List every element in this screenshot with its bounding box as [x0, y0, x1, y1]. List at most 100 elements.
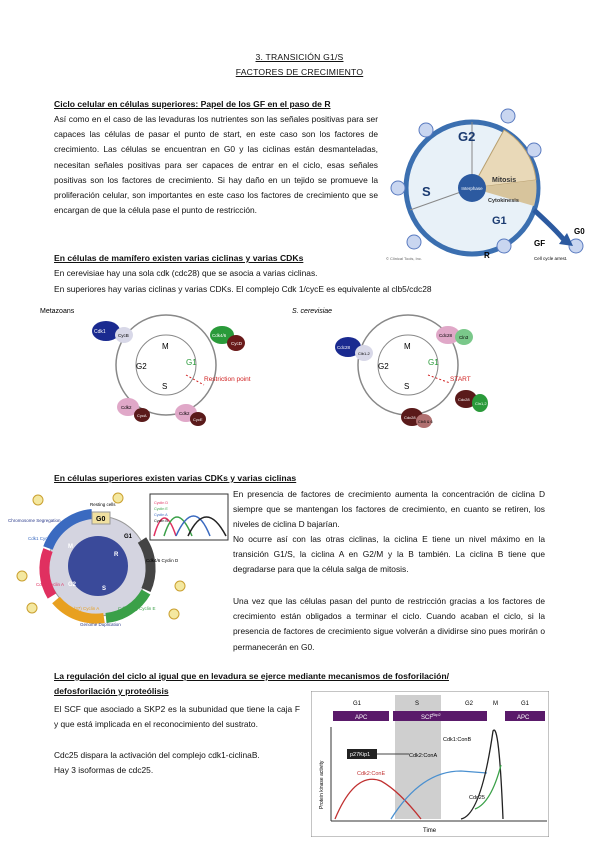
cycb-shape [115, 327, 133, 343]
cyca-shape [134, 408, 150, 422]
cyc-a-label: Cyclin A [154, 513, 168, 517]
cdk2a-label: Cdk2 [121, 405, 132, 410]
m-label: M [162, 342, 169, 351]
apc-right-bar [505, 711, 545, 721]
chromosome-seg-label: Chromosome Segregation [8, 518, 61, 523]
scf-sup-label: Skp2 [432, 713, 441, 717]
chromosome-icon [418, 122, 434, 138]
section2-heading: En células de mamífero existen varias ci… [54, 253, 304, 263]
section4-body1: El SCF que asociado a SKP2 es la subunid… [54, 704, 300, 730]
cdk2a-arc [52, 596, 105, 624]
apc-right-label: APC [517, 715, 530, 721]
apc-left-label: APC [355, 715, 368, 721]
g2-label: G2 [458, 129, 475, 144]
p27-label: p27Kip1 [350, 752, 370, 758]
nucleus [68, 536, 128, 596]
phase-s: S [415, 701, 419, 707]
s-label: S [404, 382, 409, 391]
scf-bar [393, 711, 487, 721]
cdk2e-arc [105, 589, 151, 623]
phase-g2: G2 [465, 701, 474, 707]
cdk-cyclin-figure: G0 Resting cells Chromosome Segregation … [8, 492, 229, 627]
cerevisiae-label: S. cerevisiae [292, 308, 332, 315]
g1-label: G1 [186, 358, 197, 367]
cdc28a-shape [335, 337, 361, 357]
chromosome-icon [526, 142, 542, 158]
chromosome-icon [500, 108, 516, 124]
g0-label: G0 [574, 227, 585, 236]
cdk2e-label: Cdk2 (37) Cyclin E [118, 606, 156, 611]
cdk1-label: Cdk1 [94, 329, 106, 335]
scf-label: SCF [421, 715, 433, 721]
phase-m: M [493, 701, 498, 707]
cdc28a-label: Cdc28 [337, 345, 351, 350]
section3-para3: Una vez que las células pasan del punto … [233, 596, 545, 652]
apc-left-bar [333, 711, 389, 721]
phase-g1: G1 [353, 701, 362, 707]
cyce-shape [190, 412, 206, 426]
cyc-d-label: Cyclin D [154, 501, 168, 505]
cdc25-curve [474, 764, 502, 810]
g1-label: G1 [492, 215, 507, 227]
section3-heading: En células superiores existen varias CDK… [54, 473, 297, 483]
cerevisiae-figure: S. cerevisiae M G2 G1 S START Cdc28 Clb1… [292, 308, 488, 428]
cdk46-label: Cdk4/6 [212, 333, 227, 338]
section2-line1: En cerevisiae hay una sola cdk (cdc28) q… [54, 268, 318, 278]
s-label: S [102, 586, 106, 592]
cdc28b-label: Cdc28 [439, 333, 453, 338]
cdk46d-label: Cdk4/6 Cyclin D [146, 558, 179, 563]
section1-heading: Ciclo celular en células superiores: Pap… [54, 99, 331, 109]
cdc25-label: Cdc25 [469, 795, 485, 801]
y-axis-label: Protein kinase activity [319, 760, 325, 809]
start-label: START [450, 376, 471, 383]
interphase-label: Interphase [461, 186, 483, 191]
m-label: M [404, 342, 411, 351]
metazoans-figure: Metazoans M G2 G1 S Restriction point Cd… [40, 308, 251, 426]
arrest-label: Cell cycle arrest. [534, 256, 567, 261]
clb56-shape [416, 414, 432, 428]
g0-label: G0 [96, 516, 105, 523]
cdk2cona-label: Cdk2:ConA [409, 753, 437, 759]
mitosis-wedge [471, 129, 537, 189]
cln3-label: Cln3 [459, 335, 469, 340]
g1-label: G1 [428, 358, 439, 367]
restriction-point-label: Restriction point [204, 376, 251, 383]
cytokinesis-label: Cytokinesis [488, 198, 519, 204]
section2-line2: En superiores hay varias ciclinas y vari… [54, 284, 432, 294]
s-label: S [422, 184, 431, 199]
g1-label: G1 [124, 534, 133, 540]
cdc28d-label: Cdc28 [404, 415, 416, 420]
section1-body: Así como en el caso de las levaduras los… [54, 114, 378, 216]
cycd-label: CycD [231, 341, 243, 346]
p27-box [347, 749, 377, 759]
cycb-label: CycB [118, 333, 129, 338]
phase-g1b: G1 [521, 701, 530, 707]
clb56-label: Clb5 & 6 [418, 420, 433, 424]
cdc28c-shape [455, 390, 477, 408]
clb12-shape [355, 345, 373, 361]
m-label: M [68, 544, 73, 550]
cdk2cone-label: Cdk2:ConE [357, 771, 385, 777]
cdk2a-label: Cdk2 (37) Cyclin A [62, 606, 99, 611]
gf-label: GF [534, 239, 545, 248]
g2-label: G2 [136, 362, 147, 371]
cell-cycle-figure: Interphase G2 Mitosis Cytokinesis S G1 G… [386, 108, 585, 261]
chromosome-icon [496, 238, 512, 254]
section3-para1: En presencia de factores de crecimiento … [233, 489, 545, 530]
chromosome-icon [390, 180, 406, 196]
chromosome-icon [568, 238, 584, 254]
cyc-e-label: Cyclin E [154, 507, 168, 511]
g0-arrow [532, 208, 566, 242]
cdk1a-arc [39, 548, 57, 599]
s-label: S [162, 382, 167, 391]
section4-body3: Hay 3 isoformas de cdc25. [54, 765, 154, 775]
r-label: R [484, 251, 490, 260]
cdk2a-shape [117, 398, 139, 416]
kinase-activity-figure: G1 S G2 M G1 APC SCF Skp2 APC p27Kip1 Cd… [311, 691, 549, 837]
chromosome-icon [406, 234, 422, 250]
g2-label: G2 [68, 582, 77, 588]
cdk1conb-label: Cdk1:ConB [443, 737, 471, 743]
cdk1-shape [92, 321, 120, 341]
cytokinesis-wedge [472, 180, 537, 206]
cdk1a-label: Cdk1 Cyclin A [36, 582, 64, 587]
